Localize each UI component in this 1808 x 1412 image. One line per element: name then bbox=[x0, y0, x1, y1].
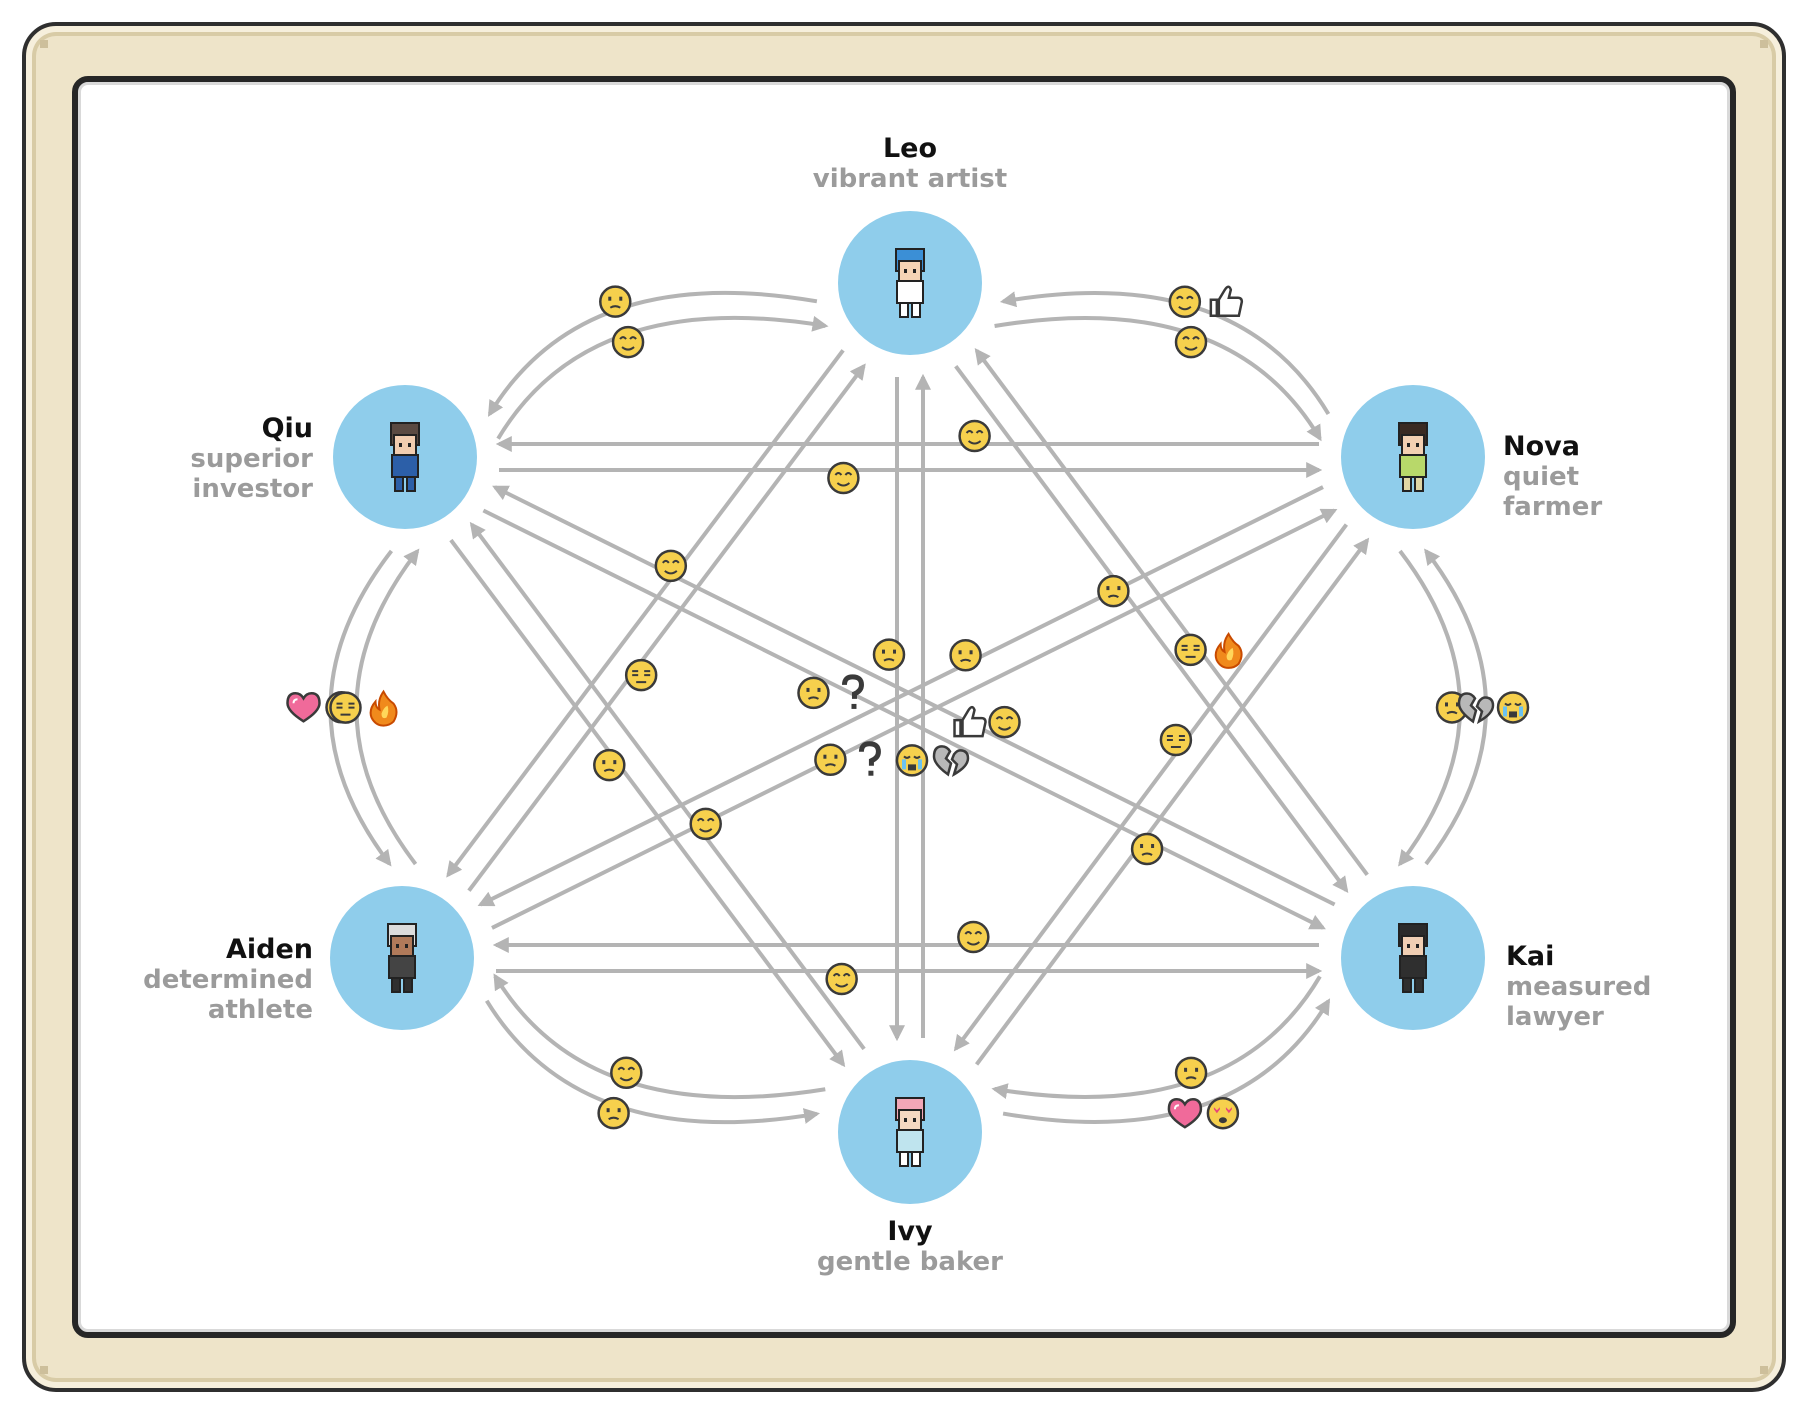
desc-label-leo: vibrant artist bbox=[813, 164, 1007, 194]
expressionless-face-icon bbox=[624, 658, 658, 692]
edge-kai-to-ivy bbox=[991, 975, 1322, 1099]
desc-label-kai: lawyer bbox=[1506, 1002, 1604, 1032]
thumbs-up-icon bbox=[953, 705, 987, 738]
smile-face-icon bbox=[958, 419, 991, 453]
edge-aiden-to-leo bbox=[467, 363, 866, 892]
edge-qiu-to-leo bbox=[496, 315, 829, 440]
expressionless-face-icon bbox=[1174, 633, 1207, 667]
desc-label-ivy: gentle baker bbox=[817, 1247, 1003, 1277]
neutral-face-icon bbox=[1130, 832, 1164, 866]
blue-spiky-hair-boy-avatar bbox=[895, 248, 925, 318]
pink-buns-girl-avatar bbox=[895, 1097, 925, 1167]
neutral-face-icon bbox=[949, 639, 982, 672]
name-label-ivy: Ivy bbox=[887, 1216, 933, 1247]
expressionless-face-icon bbox=[329, 691, 362, 724]
smile-face-icon bbox=[610, 1056, 643, 1090]
edge-ivy-to-aiden bbox=[493, 973, 826, 1100]
neutral-face-icon bbox=[597, 1096, 630, 1130]
edge-qiu-to-ivy bbox=[449, 538, 846, 1068]
name-label-nova: Nova bbox=[1503, 431, 1580, 462]
edge-kai-to-leo bbox=[974, 348, 1369, 877]
edge-qiu-to-kai bbox=[482, 508, 1326, 930]
name-label-kai: Kai bbox=[1506, 941, 1554, 972]
fire-icon bbox=[369, 689, 398, 727]
neutral-face-icon bbox=[599, 285, 632, 318]
desc-label-nova: farmer bbox=[1503, 492, 1602, 522]
edge-leo-to-aiden bbox=[446, 349, 845, 878]
heart-icon bbox=[1167, 1097, 1203, 1129]
thumbs-up-icon bbox=[1209, 285, 1244, 318]
smile-face-icon bbox=[825, 962, 858, 996]
edge-nova-to-ivy bbox=[953, 523, 1349, 1052]
smile-face-icon bbox=[957, 920, 990, 954]
neutral-face-icon bbox=[814, 743, 847, 776]
edge-leo-to-kai bbox=[954, 364, 1349, 893]
edge-aiden-to-nova bbox=[491, 508, 1338, 930]
fire-icon bbox=[1214, 631, 1243, 669]
desc-label-kai: measured bbox=[1506, 972, 1651, 1002]
suit-man-avatar bbox=[1398, 923, 1428, 993]
smile-face-icon bbox=[988, 705, 1021, 739]
desc-label-qiu: superior bbox=[190, 444, 313, 474]
short-dark-hair-girl-avatar bbox=[1398, 422, 1428, 492]
smile-face-icon bbox=[1174, 325, 1208, 359]
name-label-aiden: Aiden bbox=[226, 934, 313, 965]
long-dark-hair-woman-avatar bbox=[390, 422, 420, 492]
smile-face-icon bbox=[689, 807, 722, 841]
crying-face-icon bbox=[1496, 691, 1530, 724]
edge-aiden-to-ivy bbox=[485, 999, 821, 1125]
smile-face-icon bbox=[611, 325, 645, 359]
broken-heart-icon bbox=[1457, 692, 1495, 725]
desc-label-nova: quiet bbox=[1503, 462, 1579, 492]
frame-rivet bbox=[1760, 40, 1768, 48]
desc-label-qiu: investor bbox=[192, 474, 313, 504]
question-mark-icon bbox=[858, 741, 881, 776]
name-label-qiu: Qiu bbox=[262, 413, 313, 444]
edge-ivy-to-nova bbox=[974, 537, 1370, 1066]
edge-leo-to-nova bbox=[994, 315, 1322, 442]
smile-face-icon bbox=[1168, 285, 1202, 319]
edge-ivy-to-qiu bbox=[469, 521, 866, 1051]
neutral-face-icon bbox=[1097, 574, 1130, 608]
desc-label-aiden: athlete bbox=[208, 995, 313, 1025]
relation-edges bbox=[328, 290, 1488, 1125]
name-label-leo: Leo bbox=[883, 133, 937, 164]
edge-leo-to-qiu bbox=[487, 290, 818, 417]
neutral-face-icon bbox=[797, 676, 830, 710]
edge-ivy-to-kai bbox=[1002, 998, 1331, 1124]
broken-heart-icon bbox=[932, 745, 970, 778]
neutral-face-icon bbox=[1174, 1056, 1208, 1090]
desc-label-aiden: determined bbox=[143, 965, 313, 995]
neutral-face-icon bbox=[872, 638, 906, 671]
relation-badges bbox=[286, 285, 1530, 1130]
neutral-face-icon bbox=[593, 748, 626, 782]
expressionless-face-icon bbox=[1159, 723, 1193, 757]
edge-nova-to-leo bbox=[999, 290, 1331, 416]
edge-nova-to-aiden bbox=[477, 485, 1324, 907]
smile-face-icon bbox=[827, 461, 860, 495]
edge-kai-to-qiu bbox=[492, 485, 1336, 907]
smile-face-icon bbox=[654, 549, 688, 583]
heart-icon bbox=[286, 692, 321, 723]
white-hair-man-avatar bbox=[387, 923, 417, 993]
heart-eyes-face-icon bbox=[1206, 1096, 1240, 1130]
frame-rivet bbox=[40, 1366, 48, 1374]
frame-rivet bbox=[1760, 1366, 1768, 1374]
frame-rivet bbox=[40, 40, 48, 48]
crying-face-icon bbox=[895, 744, 929, 777]
question-mark-icon bbox=[841, 674, 864, 709]
